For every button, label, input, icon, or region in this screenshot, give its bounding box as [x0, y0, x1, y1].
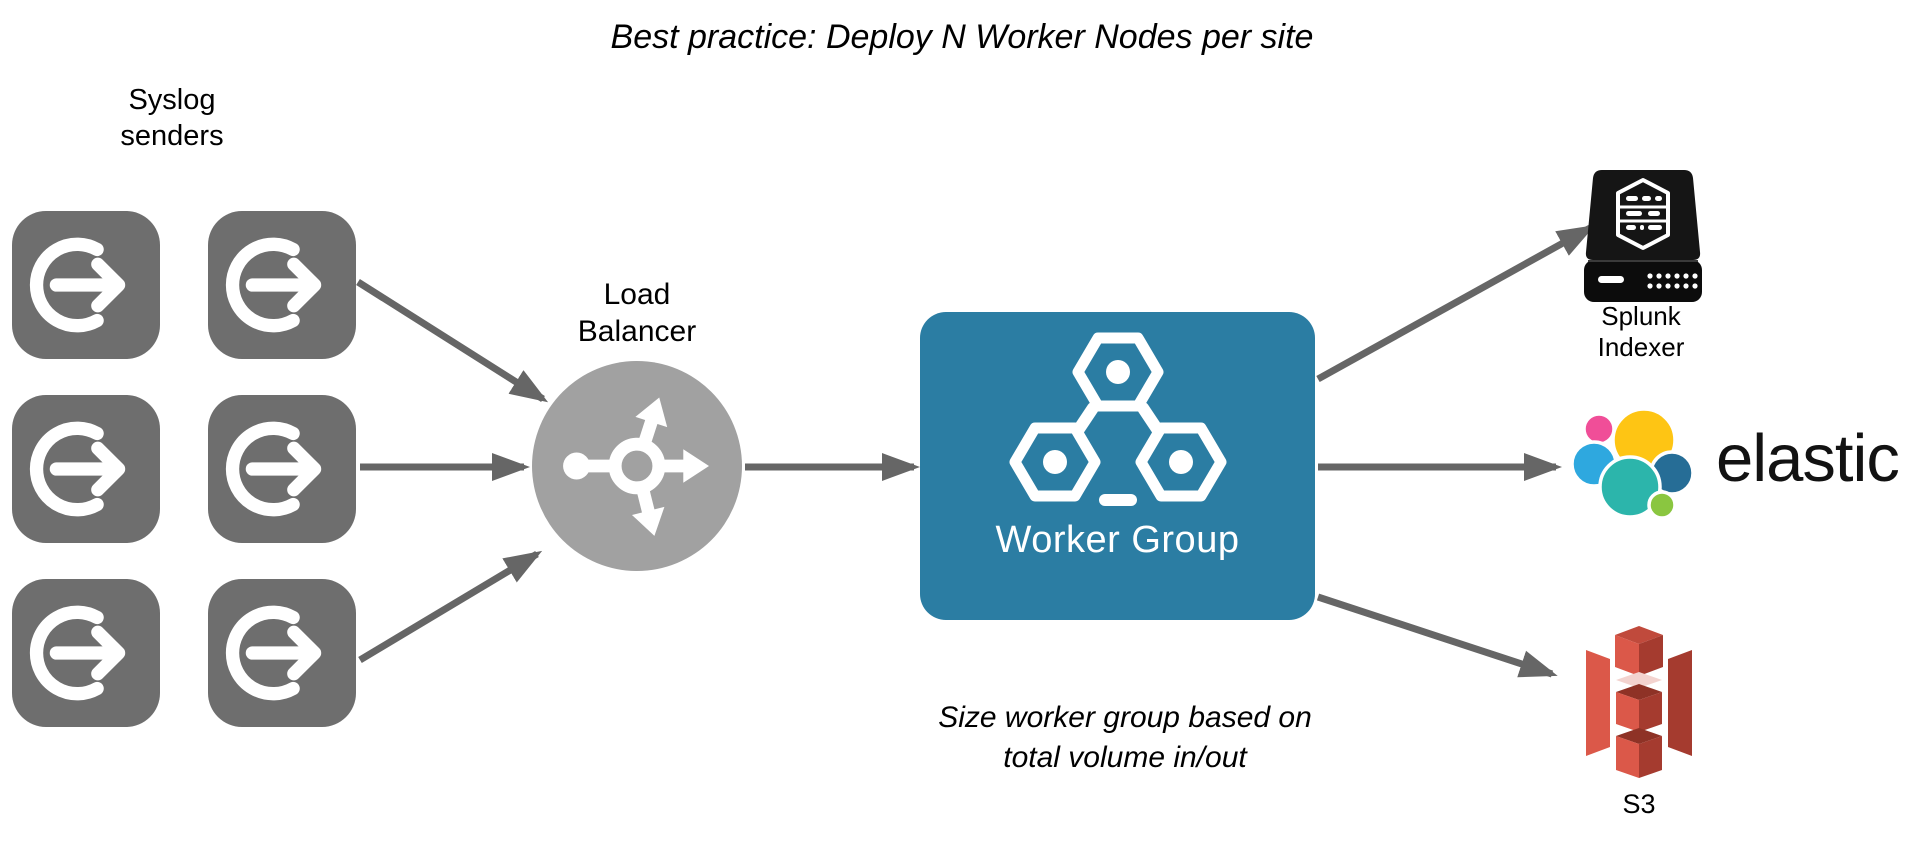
- syslog-sender-icon: [208, 395, 356, 543]
- arrow-worker-group-to-s3: [1316, 593, 1558, 678]
- elastic-destination: elastic: [1570, 403, 1900, 521]
- hexagon-cluster-icon: [1009, 332, 1226, 506]
- syslog-sender-icon: [208, 579, 356, 727]
- arrow-sender1-to-lb: [356, 279, 549, 403]
- syslog-sender-icon: [12, 579, 160, 727]
- splunk-indexer-icon: [1584, 170, 1702, 302]
- arrow-worker-group-to-splunk: [1316, 224, 1596, 383]
- syslog-sender-icon: [208, 211, 356, 359]
- s3-label: S3: [1622, 789, 1656, 819]
- diagram-title: Best practice: Deploy N Worker Nodes per…: [610, 18, 1314, 56]
- load-balancer-label: Load Balancer: [577, 278, 697, 348]
- elastic-logo-icon: [1570, 407, 1695, 520]
- syslog-sender-icon: [12, 211, 160, 359]
- elastic-wordmark: elastic: [1716, 420, 1900, 496]
- splunk-indexer-label: Splunk Indexer: [1597, 301, 1685, 362]
- syslog-sender-icon: [12, 395, 160, 543]
- sizing-note: Size worker group based on total volume …: [938, 701, 1312, 774]
- s3-bucket-icon: [1586, 626, 1692, 778]
- worker-group-node: Worker Group: [920, 312, 1315, 620]
- arrow-sender3-to-lb: [358, 550, 543, 664]
- syslog-senders-label: Syslog senders: [120, 84, 224, 152]
- syslog-senders-group: [12, 211, 356, 727]
- load-balancer-icon: [532, 361, 742, 571]
- distribute-arrows-icon: [563, 397, 709, 536]
- worker-group-label: Worker Group: [995, 519, 1240, 561]
